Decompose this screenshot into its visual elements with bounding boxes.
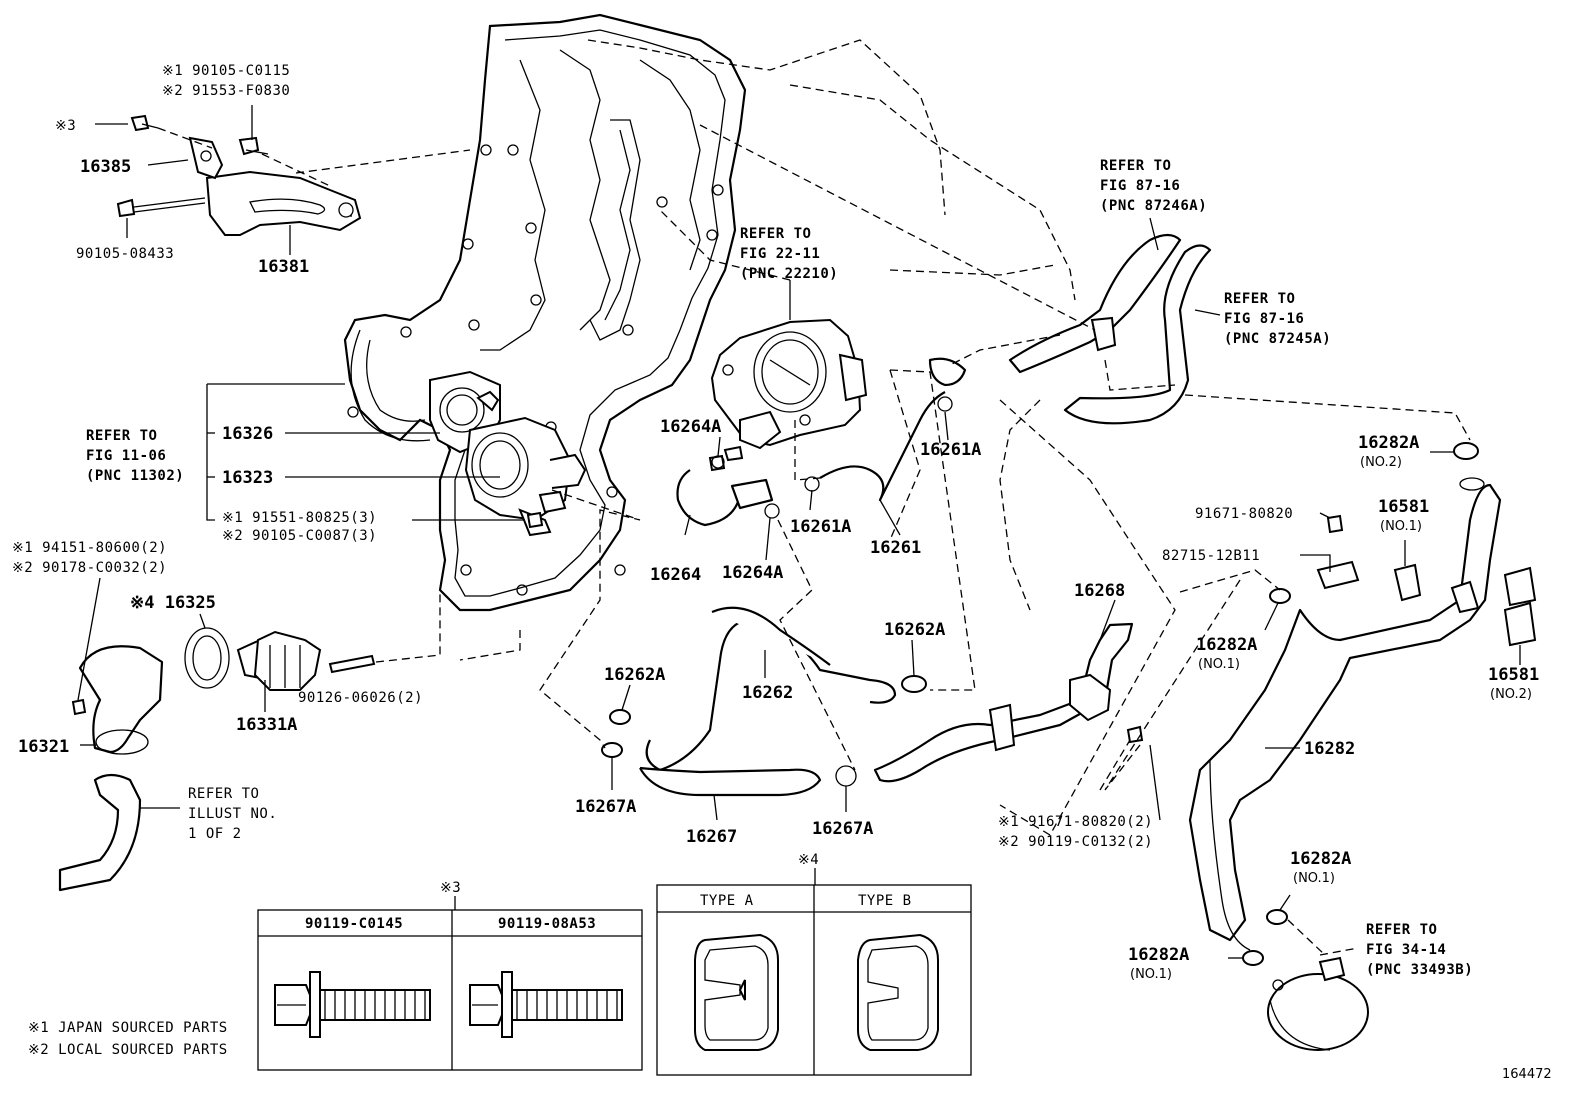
label-16581-no1: 16581 — [1378, 497, 1429, 517]
label-16264A-lower: 16264A — [722, 563, 783, 583]
leader-lines — [77, 105, 1521, 959]
note-local-sourced: ※2 LOCAL SOURCED PARTS — [28, 1042, 228, 1058]
label-refer-11-06-line2: FIG 11-06 — [86, 448, 166, 464]
label-91551-80825: ※1 91551-80825(3) — [222, 510, 377, 526]
label-refer-87246A-line3: (PNC 87246A) — [1100, 198, 1207, 214]
throttle-body — [710, 318, 868, 462]
label-16267A-left: 16267A — [575, 797, 636, 817]
label-16282A-no2-sub: (NO.2) — [1360, 455, 1402, 470]
label-90105-C0115: ※1 90105-C0115 — [162, 63, 290, 79]
label-refer-illust-line2: ILLUST NO. — [188, 806, 277, 822]
label-16325: ※4 16325 — [130, 593, 216, 613]
gasket-type-table: ※4 TYPE A TYPE B — [656, 852, 972, 1076]
label-refer-illust-line3: 1 OF 2 — [188, 826, 242, 842]
label-16262A-left: 16262A — [604, 665, 665, 685]
gasket-type-a-shape — [694, 933, 779, 1051]
label-16261A-right: 16261A — [920, 440, 981, 460]
label-16264: 16264 — [650, 565, 701, 585]
vacuum-pump — [1267, 956, 1369, 1051]
dashed-guides — [157, 39, 1471, 956]
label-16267: 16267 — [686, 827, 737, 847]
label-16326: 16326 — [222, 424, 273, 444]
hoses — [58, 233, 1502, 951]
label-94151-80600: ※1 94151-80600(2) — [12, 540, 167, 556]
footnotes: ※1 JAPAN SOURCED PARTS ※2 LOCAL SOURCED … — [28, 1020, 1552, 1082]
label-90105-C0087: ※2 90105-C0087(3) — [222, 528, 377, 544]
label-refer-87246A-line2: FIG 87-16 — [1100, 178, 1180, 194]
label-16268: 16268 — [1074, 581, 1125, 601]
label-refer-22-11-line2: FIG 22-11 — [740, 246, 820, 262]
label-16282A-no1-a: 16282A — [1196, 635, 1257, 655]
label-91671-80820: 91671-80820 — [1195, 506, 1293, 522]
timing-cover-outline — [343, 13, 747, 612]
label-16331A: 16331A — [236, 715, 297, 735]
label-16282A-no1-a-sub: (NO.1) — [1198, 657, 1240, 672]
label-refer-87246A-line1: REFER TO — [1100, 158, 1171, 174]
label-16262A-right: 16262A — [884, 620, 945, 640]
label-16267A-right: 16267A — [812, 819, 873, 839]
label-16381: 16381 — [258, 257, 309, 277]
bolt-90119-C0145-drawing — [274, 971, 431, 1038]
label-refer-87245A-line1: REFER TO — [1224, 291, 1295, 307]
label-refer-87245A-line3: (PNC 87245A) — [1224, 331, 1331, 347]
label-90126-06026: 90126-06026(2) — [298, 690, 423, 706]
label-16321: 16321 — [18, 737, 69, 757]
label-refer-34-14-line3: (PNC 33493B) — [1366, 962, 1473, 978]
part-labels: ※1 90105-C0115 ※2 91553-F0830 ※3 16385 9… — [12, 63, 1539, 982]
label-refer-34-14-line1: REFER TO — [1366, 922, 1437, 938]
label-16385: 16385 — [80, 157, 131, 177]
label-91553-F0830: ※2 91553-F0830 — [162, 83, 290, 99]
label-16581-no2-sub: (NO.2) — [1490, 687, 1532, 702]
label-refer-22-11-line3: (PNC 22210) — [740, 266, 838, 282]
table3-col1: 90119-C0145 — [305, 916, 403, 932]
label-90178-C0032: ※2 90178-C0032(2) — [12, 560, 167, 576]
table4-mark: ※4 — [798, 852, 819, 868]
bolt-90119-08A53-drawing — [469, 971, 623, 1038]
water-outlet-housing — [429, 370, 587, 537]
label-16282A-no2: 16282A — [1358, 433, 1419, 453]
label-mark3-bolt: ※3 — [55, 118, 76, 134]
bolt-type-table: ※3 90119-C0145 90119-08A53 — [257, 880, 643, 1071]
label-refer-34-14-line2: FIG 34-14 — [1366, 942, 1446, 958]
label-16262: 16262 — [742, 683, 793, 703]
label-refer-22-11-line1: REFER TO — [740, 226, 811, 242]
label-16261A-left: 16261A — [790, 517, 851, 537]
table3-col2: 90119-08A53 — [498, 916, 596, 932]
label-refer-11-06-line3: (PNC 11302) — [86, 468, 184, 484]
table4-col1: TYPE A — [700, 893, 754, 909]
label-91671-80820-2: ※1 91671-80820(2) — [998, 814, 1153, 830]
bracket-assembly — [116, 114, 362, 236]
label-16581-no2: 16581 — [1488, 665, 1539, 685]
label-16282A-no1-b-sub: (NO.1) — [1293, 871, 1335, 886]
label-refer-illust-line1: REFER TO — [188, 786, 259, 802]
label-82715-12B11: 82715-12B11 — [1162, 548, 1260, 564]
label-90105-08433: 90105-08433 — [76, 246, 174, 262]
label-90119-C0132: ※2 90119-C0132(2) — [998, 834, 1153, 850]
label-16261: 16261 — [870, 538, 921, 558]
label-16282: 16282 — [1304, 739, 1355, 759]
label-refer-11-06-line1: REFER TO — [86, 428, 157, 444]
label-16323: 16323 — [222, 468, 273, 488]
table3-mark: ※3 — [440, 880, 461, 896]
label-16282A-no1-c-sub: (NO.1) — [1130, 967, 1172, 982]
note-japan-sourced: ※1 JAPAN SOURCED PARTS — [28, 1020, 228, 1036]
label-16581-no1-sub: (NO.1) — [1380, 519, 1422, 534]
label-16264A-upper: 16264A — [660, 417, 721, 437]
label-16282A-no1-c: 16282A — [1128, 945, 1189, 965]
diagram-number: 164472 — [1502, 1067, 1552, 1082]
label-16282A-no1-b: 16282A — [1290, 849, 1351, 869]
table4-col2: TYPE B — [858, 893, 912, 909]
label-refer-87245A-line2: FIG 87-16 — [1224, 311, 1304, 327]
